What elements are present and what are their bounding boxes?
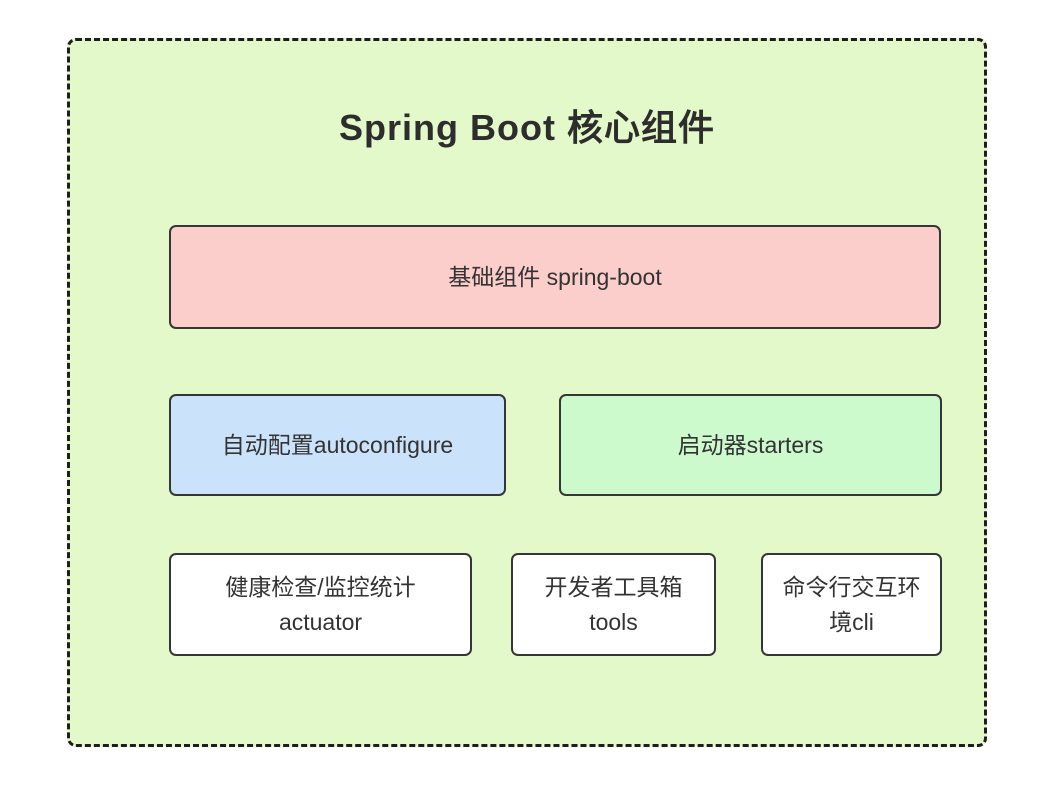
spring-boot-components-container: Spring Boot 核心组件 基础组件 spring-boot 自动配置au… <box>67 38 987 747</box>
node-dev-tools: 开发者工具箱 tools <box>511 553 716 656</box>
node-spring-boot-base: 基础组件 spring-boot <box>169 225 941 329</box>
node-actuator-label: 健康检查/监控统计 actuator <box>225 574 416 635</box>
diagram-title: Spring Boot 核心组件 <box>339 107 715 148</box>
node-starters-label: 启动器starters <box>677 431 824 458</box>
node-autoconfigure-label: 自动配置autoconfigure <box>221 431 454 458</box>
node-cli-label: 命令行交互环境cli <box>782 574 921 635</box>
node-cli: 命令行交互环境cli <box>761 553 942 656</box>
node-autoconfigure: 自动配置autoconfigure <box>169 394 506 496</box>
node-dev-tools-label: 开发者工具箱 tools <box>544 574 683 635</box>
node-actuator: 健康检查/监控统计 actuator <box>169 553 472 656</box>
node-starters: 启动器starters <box>559 394 942 496</box>
node-spring-boot-base-label: 基础组件 spring-boot <box>448 263 662 290</box>
